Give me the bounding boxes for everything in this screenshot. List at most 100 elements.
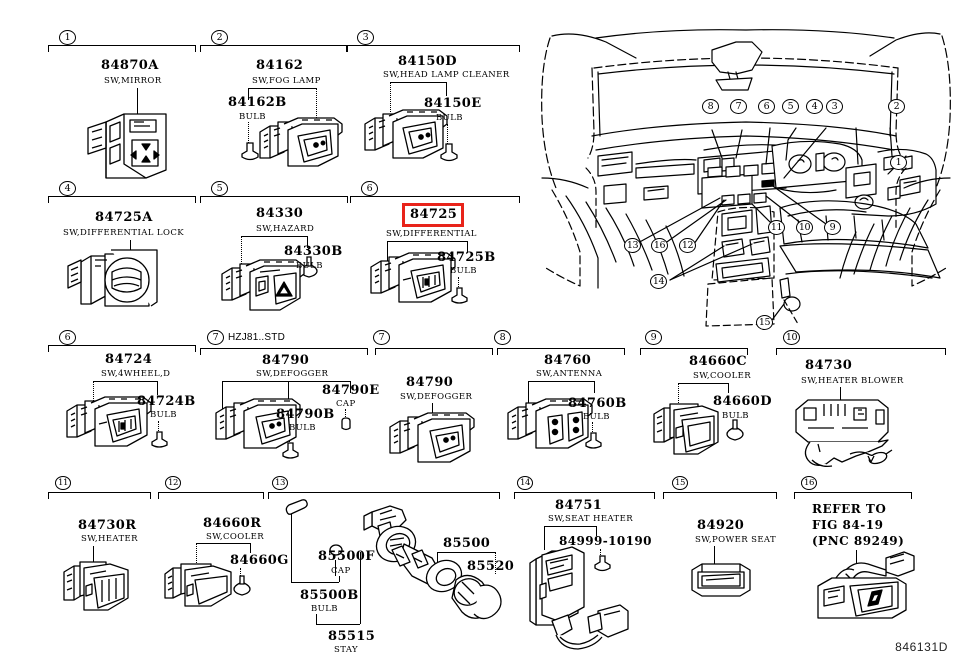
- group-bubble-13[interactable]: 11: [55, 476, 71, 490]
- leader-line: [856, 550, 858, 572]
- leader-line: [594, 381, 596, 393]
- leader-line: [528, 381, 530, 415]
- part-number-84999-10190[interactable]: 84999-10190: [559, 534, 652, 548]
- leader-line-dotted: [93, 381, 94, 411]
- leader-line-dotted: [447, 124, 448, 146]
- part-number-85515[interactable]: 85515: [328, 629, 376, 644]
- part-number-85500F[interactable]: 85500F: [318, 549, 375, 564]
- part-number-84162[interactable]: 84162: [256, 58, 304, 73]
- group-bubble-16[interactable]: 14: [517, 476, 533, 490]
- dashboard-callout-5[interactable]: 5: [782, 99, 799, 114]
- selected-part-highlight: [402, 203, 464, 227]
- group-bubble-11[interactable]: 9: [645, 330, 662, 345]
- leader-line: [137, 88, 139, 116]
- part-number-84725A[interactable]: 84725A: [95, 210, 153, 225]
- part-number-84790E[interactable]: 84790E: [322, 383, 380, 398]
- dashboard-callout-8[interactable]: 8: [702, 99, 719, 114]
- dashboard-callout-1[interactable]: 1: [890, 155, 907, 170]
- dashboard-callout-14[interactable]: 14: [650, 274, 667, 289]
- leader-line: [678, 383, 728, 385]
- group-bubble-7[interactable]: 6: [59, 330, 76, 345]
- dashboard-callout-11[interactable]: 11: [768, 220, 785, 235]
- dashboard-callout-12[interactable]: 12: [679, 238, 696, 253]
- dashboard-callout-6[interactable]: 6: [758, 99, 775, 114]
- group-bracket-10: [497, 348, 625, 355]
- part-number-84870A[interactable]: 84870A: [101, 58, 159, 73]
- leader-line: [360, 552, 362, 624]
- illustration-bulb-84162B: [238, 143, 262, 163]
- group-bracket-4: [48, 196, 196, 203]
- part-number-84660R[interactable]: 84660R: [203, 516, 262, 531]
- part-desc-84162: SW,FOG LAMP: [252, 76, 321, 86]
- leader-line: [196, 543, 250, 545]
- part-desc-84790-b: SW,DEFOGGER: [400, 392, 473, 402]
- part-desc-84870A: SW,MIRROR: [104, 76, 162, 86]
- part-number-84725B[interactable]: 84725B: [437, 250, 496, 265]
- part-desc-84330: SW,HAZARD: [256, 224, 315, 234]
- part-number-84660G[interactable]: 84660G: [230, 553, 289, 568]
- dashboard-callout-15[interactable]: 15: [756, 315, 773, 330]
- dashboard-callout-7[interactable]: 7: [730, 99, 747, 114]
- group-bubble-5[interactable]: 5: [211, 181, 228, 196]
- part-number-85520[interactable]: 85520: [467, 559, 515, 574]
- part-desc-84790-a: SW,DEFOGGER: [256, 369, 329, 379]
- group-bubble-2[interactable]: 2: [211, 30, 228, 45]
- part-desc-84751: SW,SEAT HEATER: [548, 514, 634, 524]
- part-number-85500B[interactable]: 85500B: [300, 588, 359, 603]
- part-number-84790B[interactable]: 84790B: [276, 407, 335, 422]
- part-desc-84725B: BULB: [450, 266, 477, 276]
- part-desc-84150D: SW,HEAD LAMP CLEANER: [383, 70, 510, 80]
- part-number-84751[interactable]: 84751: [555, 498, 603, 513]
- part-number-85500[interactable]: 85500: [443, 536, 491, 551]
- dashboard-callout-3[interactable]: 3: [826, 99, 843, 114]
- group-bubble-17[interactable]: 15: [672, 476, 688, 490]
- group-bubble-6[interactable]: 6: [361, 181, 378, 196]
- group-bubble-18[interactable]: 16: [801, 476, 817, 490]
- leader-line-dotted: [592, 422, 593, 436]
- part-number-84760B[interactable]: 84760B: [568, 396, 627, 411]
- dashboard-callout-10[interactable]: 10: [796, 220, 813, 235]
- part-number-84730R[interactable]: 84730R: [78, 518, 137, 533]
- part-number-84760[interactable]: 84760: [544, 353, 592, 368]
- part-number-84660D[interactable]: 84660D: [713, 394, 772, 409]
- group-bubble-8[interactable]: 7: [207, 330, 224, 345]
- part-number-84150D[interactable]: 84150D: [398, 54, 457, 69]
- group-bubble-4[interactable]: 4: [59, 181, 76, 196]
- part-number-84790-b[interactable]: 84790: [406, 375, 454, 390]
- group-bracket-1: [48, 45, 196, 52]
- illustration-cap-85500F: [329, 544, 345, 560]
- part-number-84150E[interactable]: 84150E: [424, 96, 482, 111]
- illustration-cooler-switch-84660C: [652, 402, 728, 458]
- leader-line-dotted: [316, 88, 317, 122]
- group-bubble-15[interactable]: 13: [272, 476, 288, 490]
- group-bubble-12[interactable]: 10: [783, 330, 800, 345]
- dashboard-callout-9[interactable]: 9: [824, 220, 841, 235]
- part-number-84330[interactable]: 84330: [256, 206, 304, 221]
- group-bubble-3[interactable]: 3: [357, 30, 374, 45]
- leader-line: [248, 88, 250, 100]
- part-number-84730[interactable]: 84730: [805, 358, 853, 373]
- group-bracket-7: [48, 345, 196, 352]
- leader-line: [596, 526, 598, 536]
- part-number-84660C[interactable]: 84660C: [689, 354, 747, 369]
- leader-line: [714, 546, 716, 566]
- illustration-cooler-switch-84660R: [163, 558, 239, 610]
- group-bubble-14[interactable]: 12: [165, 476, 181, 490]
- part-number-84724[interactable]: 84724: [105, 352, 153, 367]
- group-bubble-9[interactable]: 7: [373, 330, 390, 345]
- leader-line: [248, 88, 316, 90]
- dashboard-callout-16[interactable]: 16: [651, 238, 668, 253]
- dashboard-callout-4[interactable]: 4: [806, 99, 823, 114]
- leader-line: [307, 236, 309, 248]
- dashboard-callout-13[interactable]: 13: [624, 238, 641, 253]
- part-number-84162B[interactable]: 84162B: [228, 95, 287, 110]
- part-number-84790-a[interactable]: 84790: [262, 353, 310, 368]
- group-bubble-10[interactable]: 8: [494, 330, 511, 345]
- group-bubble-1[interactable]: 1: [59, 30, 76, 45]
- part-number-84330B[interactable]: 84330B: [284, 244, 343, 259]
- part-number-84724B[interactable]: 84724B: [137, 394, 196, 409]
- part-number-84920[interactable]: 84920: [697, 518, 745, 533]
- dashboard-callout-2[interactable]: 2: [888, 99, 905, 114]
- part-number-84725[interactable]: 84725: [410, 207, 458, 222]
